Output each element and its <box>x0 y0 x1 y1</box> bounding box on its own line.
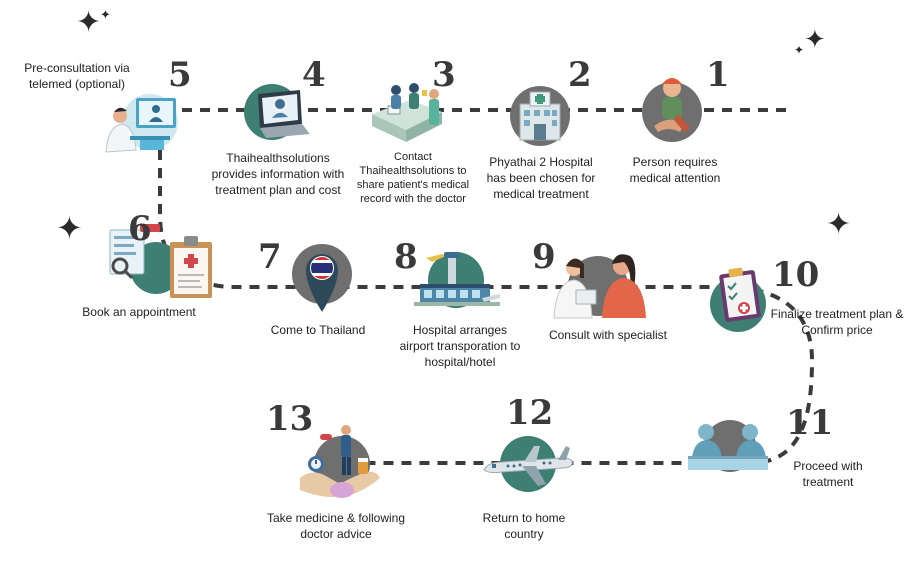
step-number: 13 <box>266 399 314 439</box>
thailand-flag-pin-icon <box>292 244 352 312</box>
step-number: 10 <box>772 255 820 295</box>
appointment-clipboard-icon <box>109 224 212 298</box>
step-label: Consult with specialist <box>548 328 668 342</box>
step-label: Book an appointment <box>82 305 196 319</box>
surgery-icon <box>688 420 768 472</box>
step-number: 4 <box>302 55 326 95</box>
sparkle-icon: ✦ <box>56 210 83 246</box>
step-number: 6 <box>128 209 152 249</box>
hospital-icon <box>510 86 570 146</box>
step-label: Take medicine & following doctor advice <box>266 511 406 541</box>
doctor-consult-icon <box>553 254 646 319</box>
step-label: Thaihealthsolutions provides information… <box>211 151 345 197</box>
sparkle-icon: ✦ <box>826 208 852 241</box>
step-label: Finalize treatment plan & Confirm price <box>770 307 904 337</box>
step-number: 9 <box>532 237 556 277</box>
step-label: Pre-consultation via telemed (optional) <box>24 61 130 91</box>
sparkle-icon: ✦ <box>804 24 826 54</box>
laptop-video-call-icon <box>244 84 310 140</box>
airport-icon <box>414 252 500 308</box>
step-number: 8 <box>394 237 418 277</box>
step-label: Phyathai 2 Hospital has been chosen for … <box>486 155 596 201</box>
telemed-doctor-icon <box>105 94 178 153</box>
airplane-icon <box>483 436 573 492</box>
step-label: Proceed with treatment <box>793 459 863 489</box>
step-number: 2 <box>568 55 592 95</box>
step-label: Hospital arranges airport transporation … <box>399 323 521 369</box>
step-label: Return to home country <box>482 511 566 541</box>
medical-team-icon <box>372 83 442 142</box>
step-label: Come to Thailand <box>270 323 366 337</box>
step-number: 5 <box>168 55 192 95</box>
sparkle-icon: ✦ <box>794 43 805 57</box>
step-number: 3 <box>432 55 456 95</box>
sparkle-icon: ✦ <box>76 6 102 39</box>
step-number: 1 <box>706 55 730 95</box>
step-label: Person requires medical attention <box>629 155 721 185</box>
treatment-plan-icon <box>710 267 766 332</box>
step-number: 11 <box>786 403 834 443</box>
step-number: 12 <box>506 393 554 433</box>
sparkle-icon: ✦ <box>100 7 111 22</box>
step-label: Contact Thaihealthsolutions to share pat… <box>356 151 470 205</box>
medicine-icon <box>300 425 380 498</box>
step-number: 7 <box>258 237 282 277</box>
person-icon <box>642 78 702 142</box>
